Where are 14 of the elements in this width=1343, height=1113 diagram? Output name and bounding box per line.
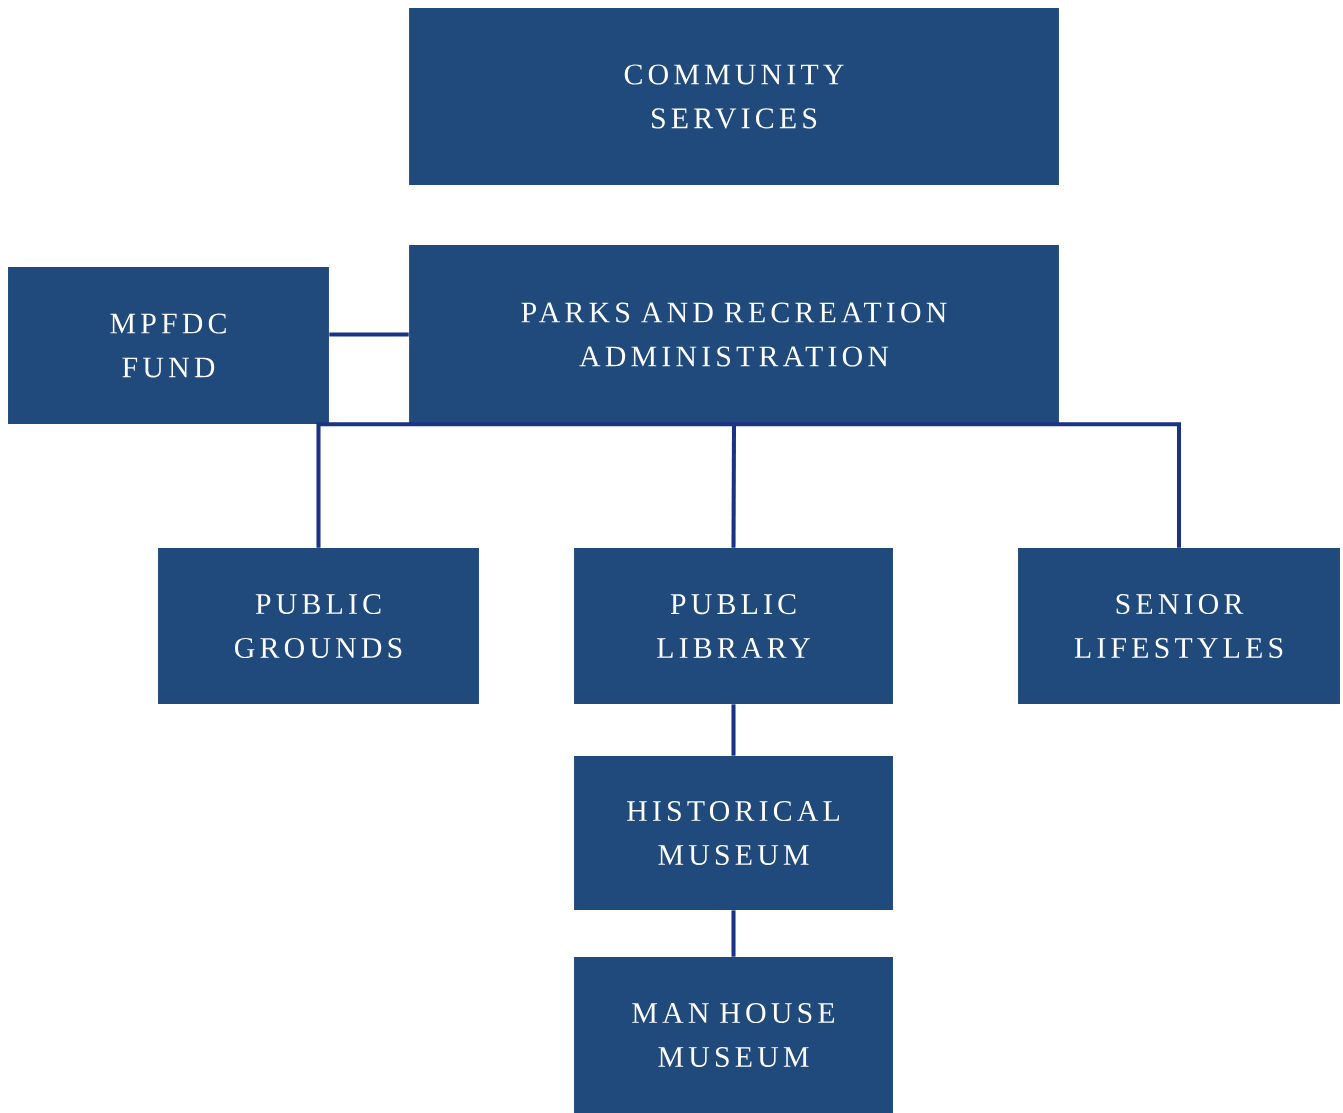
org-box: PUBLIC GROUNDS <box>158 548 479 704</box>
connector-line <box>329 332 409 337</box>
connector-line <box>731 424 737 548</box>
org-box: HISTORICAL MUSEUM <box>574 756 893 910</box>
org-box: MAN HOUSE MUSEUM <box>574 957 893 1113</box>
org-box: PARKS AND RECREATION ADMINISTRATION <box>409 245 1059 424</box>
org-box: MPFDC FUND <box>8 267 329 424</box>
org-box: COMMUNITY SERVICES <box>409 8 1059 185</box>
connector-line <box>316 422 734 548</box>
org-box: SENIOR LIFESTYLES <box>1018 548 1340 704</box>
connector-line <box>731 910 736 957</box>
connector-line <box>731 704 736 756</box>
org-box: PUBLIC LIBRARY <box>574 548 893 704</box>
connector-line <box>734 422 1182 548</box>
